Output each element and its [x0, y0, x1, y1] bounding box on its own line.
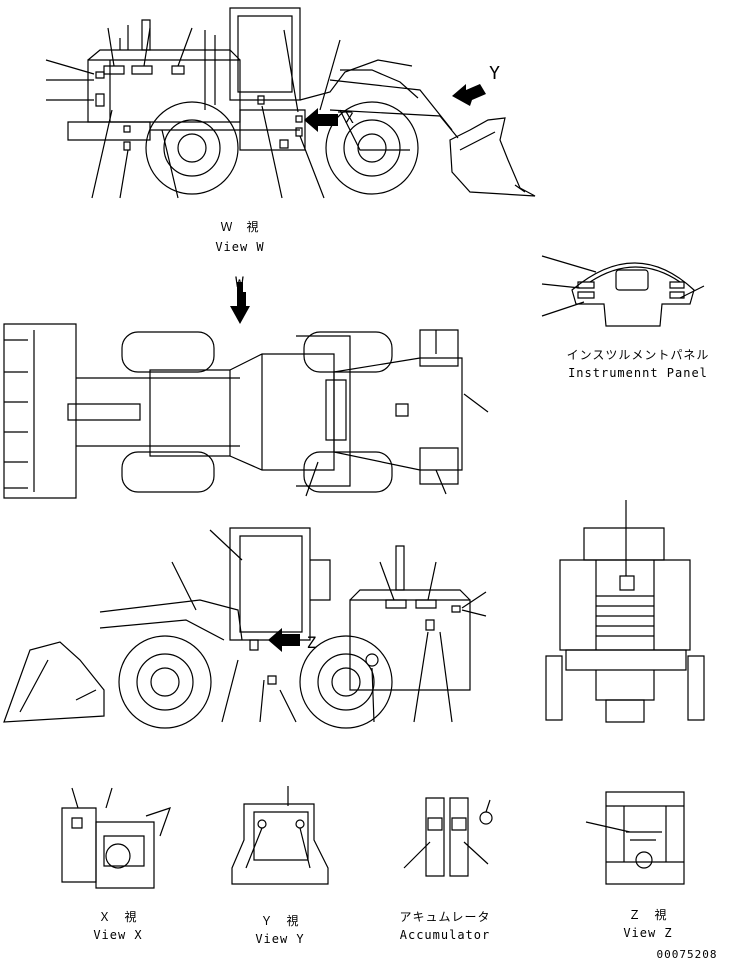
- instrument-panel-title-en: Instrumennt Panel: [568, 366, 708, 380]
- view-x-title-en: View X: [93, 928, 143, 942]
- arrow-x-label: X: [345, 111, 355, 127]
- accumulator-title-jp: アキュムレータ: [399, 910, 491, 924]
- view-z-title-en: View Z: [623, 926, 673, 940]
- view-w-title-jp: Ｗ 視: [220, 220, 260, 234]
- view-w-title-en: View W: [215, 240, 265, 254]
- view-y-title-en: View Y: [255, 932, 305, 946]
- view-x-drawing: [62, 788, 170, 888]
- view-z-title-jp: Ｚ 視: [628, 908, 668, 922]
- instrument-panel-drawing: [542, 256, 704, 326]
- arrow-z-label: Z: [306, 633, 318, 652]
- view-y-drawing: [232, 786, 328, 884]
- side-view-top: [46, 8, 535, 198]
- accumulator-drawing: [404, 798, 492, 876]
- front-view: [546, 500, 704, 722]
- view-x-title-jp: Ｘ 視: [98, 910, 138, 924]
- plan-view: [4, 324, 488, 498]
- drawing-number: 00075208: [656, 948, 718, 961]
- instrument-panel-title-jp: インスツルメントパネル: [566, 348, 710, 362]
- view-z-drawing: [586, 792, 684, 884]
- arrow-y-label: Y: [489, 63, 501, 84]
- view-y-title-jp: Ｙ 視: [260, 914, 300, 928]
- accumulator-title-en: Accumulator: [399, 928, 491, 942]
- side-view-bottom: [4, 528, 486, 728]
- arrow-w-label: W: [235, 275, 245, 291]
